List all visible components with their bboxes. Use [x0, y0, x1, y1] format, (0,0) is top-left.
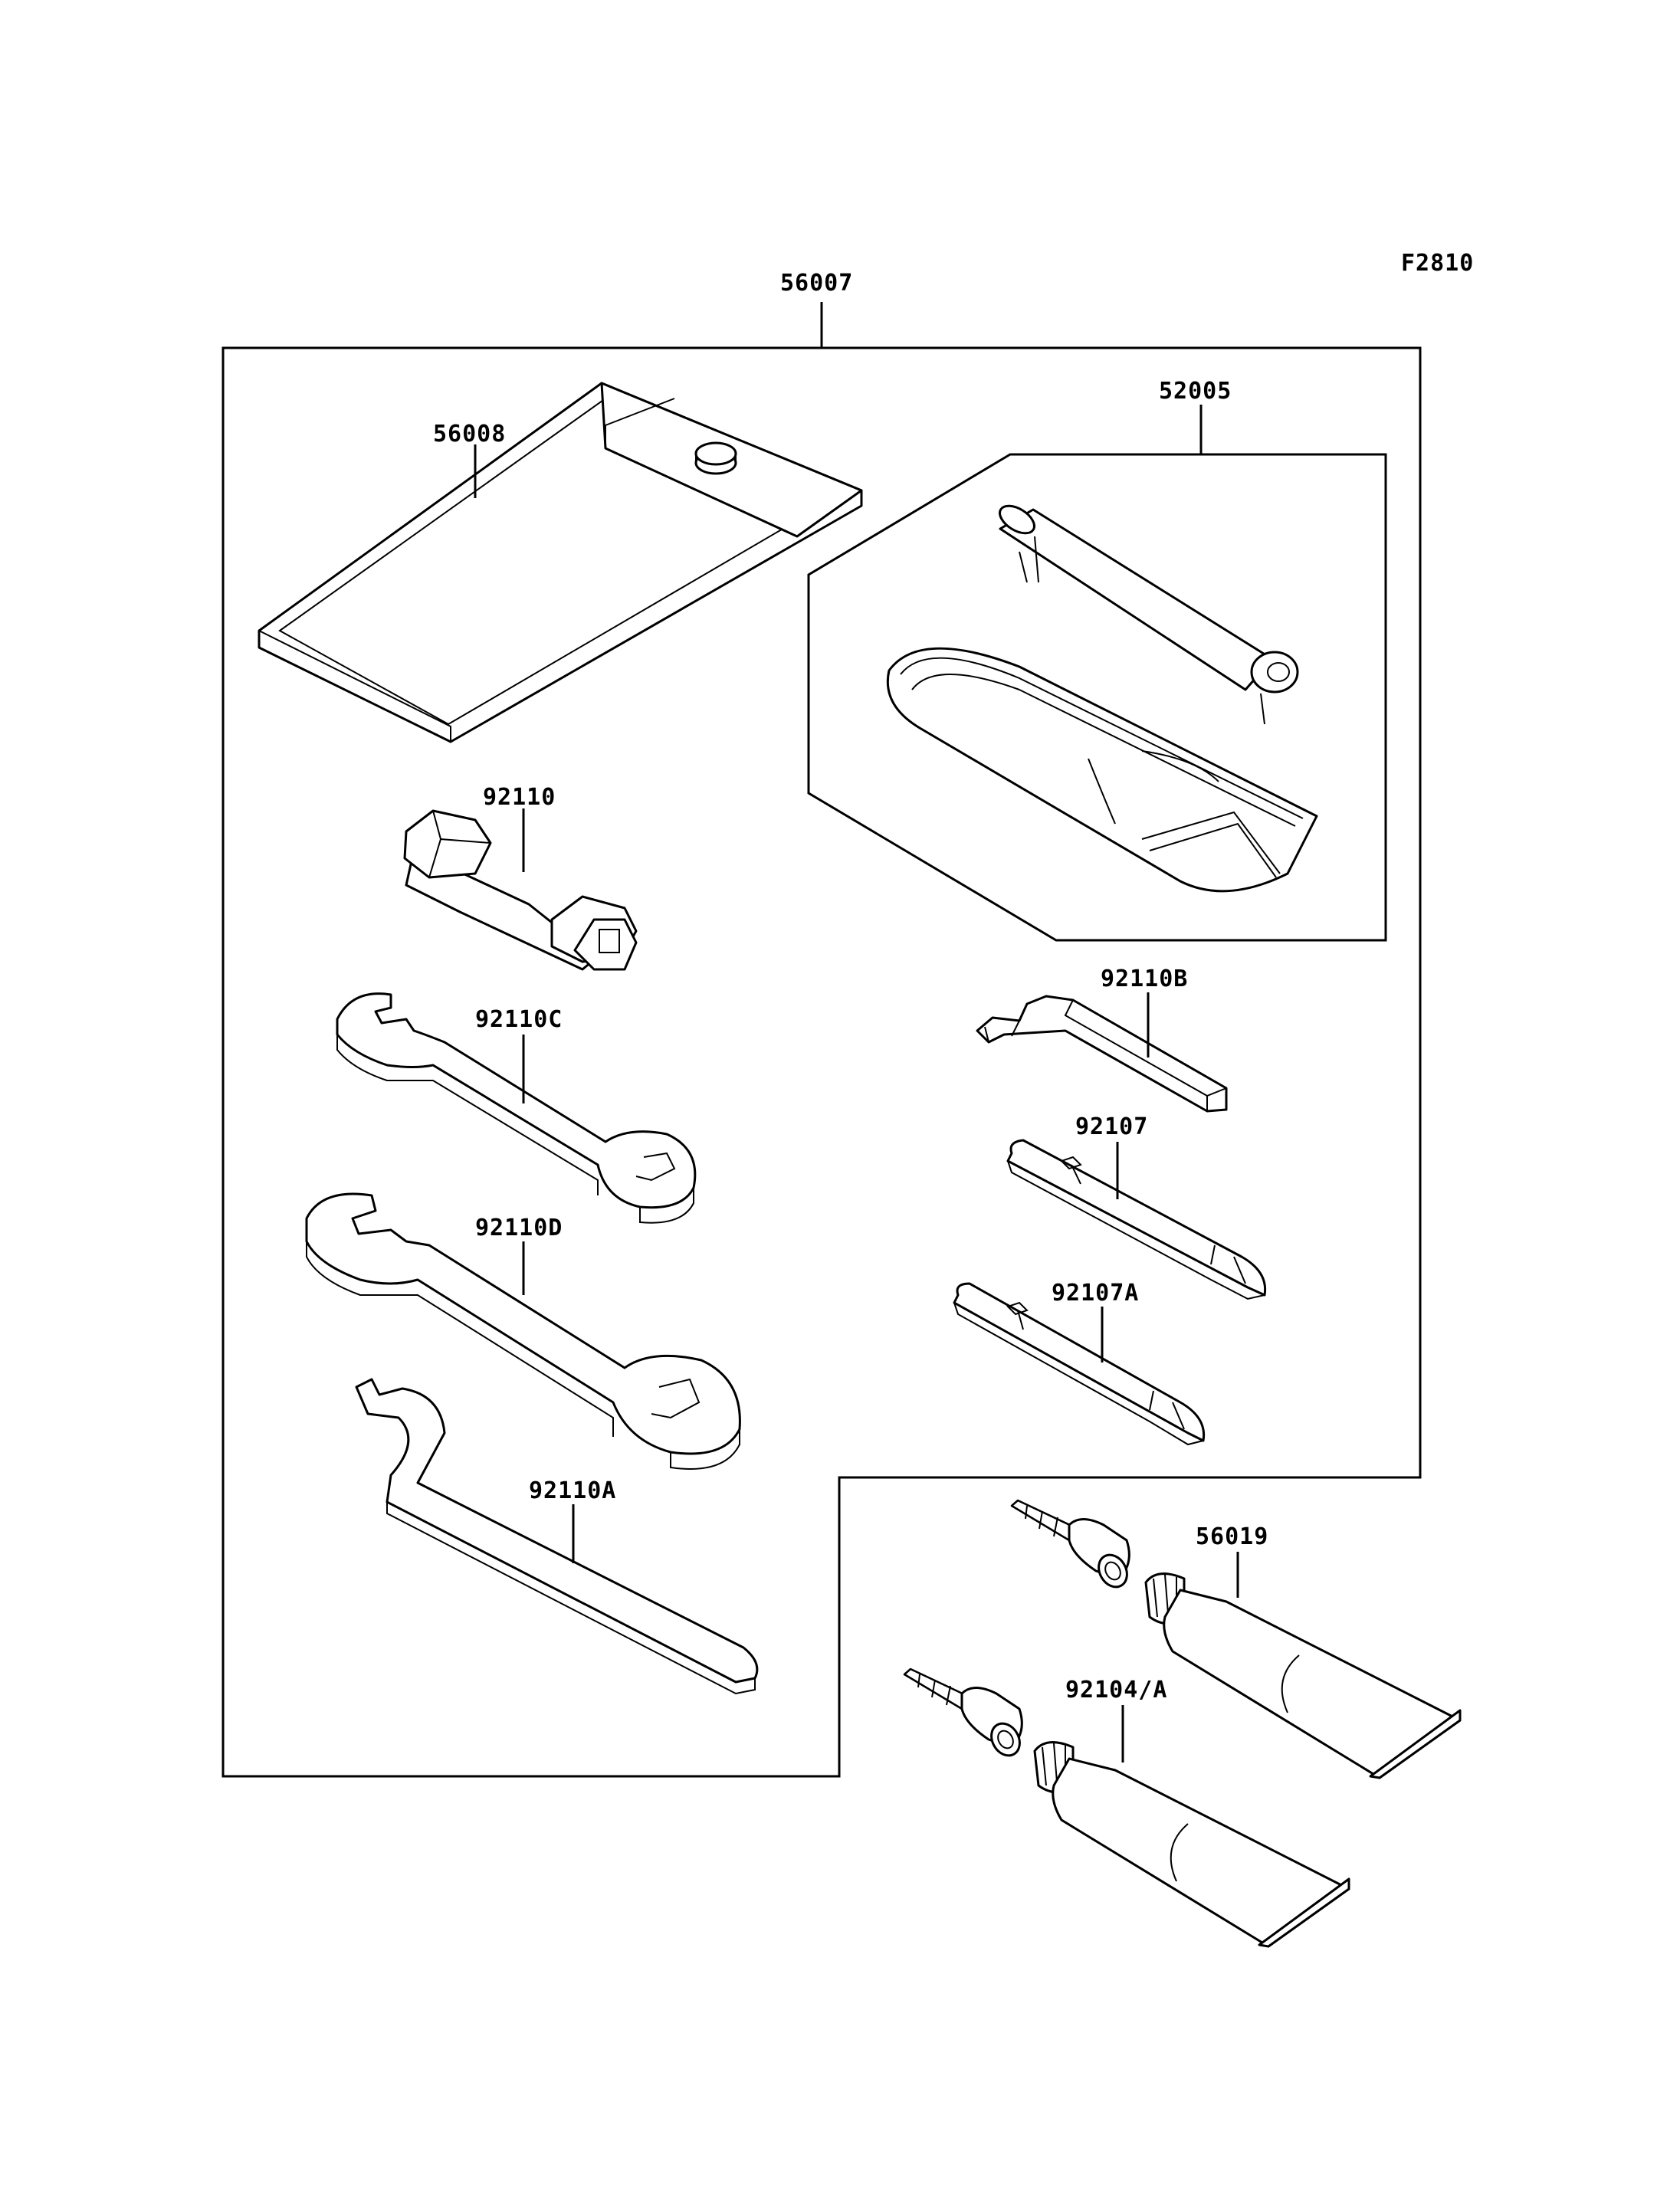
label-plug-wrench: 92110 [483, 784, 556, 811]
label-tube-b: 92104/A [1065, 1677, 1167, 1703]
repair-tool [999, 504, 1299, 725]
figure-code: F2810 [1401, 250, 1474, 277]
screwdriver-small [953, 1282, 1206, 1446]
label-tool-bag: 56008 [433, 421, 506, 448]
label-kit: 56007 [780, 270, 853, 297]
hex-key [976, 995, 1228, 1113]
repair-kit-frame [807, 453, 1387, 942]
kit-frame [221, 346, 1422, 1778]
label-screwdriver: 92107 [1075, 1113, 1148, 1140]
wrench-small [336, 992, 697, 1224]
tool-bag [258, 382, 863, 743]
label-tube-a: 56019 [1196, 1523, 1268, 1550]
tube-a [1010, 1499, 1462, 1779]
label-wrench-large: 92110D [475, 1215, 563, 1241]
plug-wrench [403, 809, 638, 971]
wrench-large [305, 1192, 741, 1470]
label-hook-spanner: 92110A [529, 1477, 616, 1504]
screwdriver [1006, 1139, 1267, 1300]
label-hex-key: 92110B [1101, 966, 1188, 992]
tube-b [903, 1667, 1350, 1948]
hook-spanner [355, 1378, 759, 1695]
label-repair-kit: 52005 [1159, 378, 1232, 405]
label-screwdriver-small: 92107A [1052, 1280, 1139, 1307]
repair-pouch [886, 647, 1318, 893]
label-wrench-small: 92110C [475, 1006, 563, 1033]
